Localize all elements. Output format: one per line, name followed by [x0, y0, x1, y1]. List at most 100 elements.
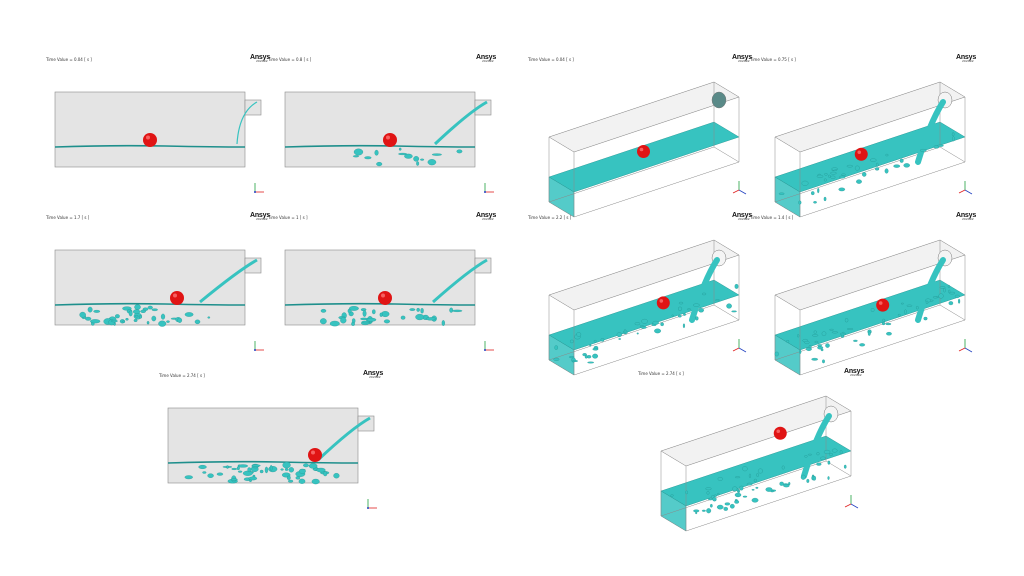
splash-droplet: [298, 468, 306, 474]
tank-2d: [167, 407, 377, 509]
splash-droplet: [854, 165, 860, 171]
splash-droplet: [568, 356, 575, 359]
splash-droplet: [831, 448, 838, 453]
splash-droplet: [817, 188, 820, 194]
splash-droplet: [316, 467, 326, 473]
splash-droplet: [943, 287, 946, 293]
splash-droplet: [843, 464, 847, 469]
splash-droplet: [847, 328, 854, 330]
splash-droplet: [320, 318, 327, 325]
tank-3d: [548, 81, 747, 218]
axis-z: [484, 191, 486, 193]
tank-2d: [284, 249, 494, 351]
axis-z: [964, 347, 973, 353]
splash-droplet: [882, 318, 886, 323]
splash-droplet: [427, 159, 437, 166]
splash-droplet: [682, 323, 685, 329]
splash-droplet: [351, 321, 355, 326]
splash-droplet: [695, 316, 699, 321]
splash-droplet: [798, 200, 802, 205]
splash-droplet: [678, 301, 684, 305]
splash-droplet: [202, 471, 207, 474]
splash-droplet: [817, 344, 822, 347]
splash-droplet: [757, 468, 763, 474]
splash-droplet: [237, 464, 248, 468]
splash-droplet: [706, 508, 712, 514]
splash-droplet: [362, 310, 367, 317]
splash-droplet: [379, 312, 383, 317]
splash-droplet: [416, 161, 420, 166]
splash-droplet: [616, 332, 622, 338]
splash-droplet: [592, 347, 599, 351]
splash-droplet: [194, 319, 201, 325]
splash-droplet: [839, 175, 846, 179]
red-ball: [773, 426, 787, 440]
tank-edge: [713, 81, 740, 98]
time-value-label: Time Value = 1 [ s ]: [268, 215, 308, 220]
splash-droplet: [920, 149, 927, 152]
tank-edge: [548, 201, 575, 218]
splash-droplet: [753, 478, 757, 483]
splash-droplet: [303, 463, 309, 468]
tank-edge: [774, 201, 801, 218]
tank-body: [284, 249, 476, 326]
splash-droplet: [932, 296, 938, 299]
ball-highlight: [381, 293, 385, 298]
tank-edge: [774, 359, 801, 376]
splash-droplet: [876, 162, 879, 167]
axis-z: [738, 347, 747, 353]
splash-droplet: [93, 309, 101, 313]
tank-3d: [774, 239, 973, 376]
splash-droplet: [198, 465, 207, 469]
splash-droplet: [823, 449, 831, 455]
splash-droplet: [853, 339, 858, 342]
splash-droplet: [151, 315, 157, 322]
splash-droplet: [284, 468, 289, 471]
splash-droplet: [899, 158, 904, 163]
splash-droplet: [958, 298, 961, 304]
splash-droplet: [724, 502, 731, 506]
splash-droplet: [800, 474, 806, 480]
splash-droplet: [409, 308, 416, 311]
time-value-label: Time Value = 0.75 [ s ]: [750, 57, 796, 62]
splash-droplet: [710, 503, 713, 508]
red-ball: [383, 133, 397, 147]
tank-3d: [548, 239, 747, 376]
water-jet: [316, 416, 371, 462]
splash-droplet: [885, 322, 892, 326]
tank-edge: [939, 81, 966, 98]
splash-droplet: [884, 168, 889, 174]
splash-droplet: [286, 475, 291, 480]
splash-droplet: [364, 156, 372, 160]
splash-droplet: [570, 339, 574, 344]
splash-droplet: [742, 466, 748, 472]
splash-droplet: [660, 322, 664, 327]
splash-droplet: [751, 497, 759, 503]
splash-droplet: [146, 321, 150, 325]
splash-droplet: [841, 173, 846, 176]
tank-edge: [774, 294, 801, 311]
splash-droplet: [915, 306, 919, 310]
splash-droplet: [640, 326, 647, 329]
time-value-label: Time Value = 1.7 [ s ]: [46, 215, 90, 220]
axis-z: [964, 189, 973, 195]
tank-edge: [799, 161, 966, 218]
tank-edge: [548, 146, 715, 203]
splash-droplet: [801, 180, 809, 186]
splash-droplet: [125, 318, 129, 321]
splash-droplet: [822, 359, 825, 364]
splash-droplet: [723, 506, 728, 511]
splash-droplet: [786, 340, 790, 343]
water-surface: [54, 144, 246, 148]
splash-droplet: [572, 360, 578, 362]
splash-droplet: [636, 332, 639, 335]
inlet-pipe: [474, 99, 492, 116]
axis-z: [850, 503, 859, 509]
splash-droplet: [825, 343, 830, 348]
